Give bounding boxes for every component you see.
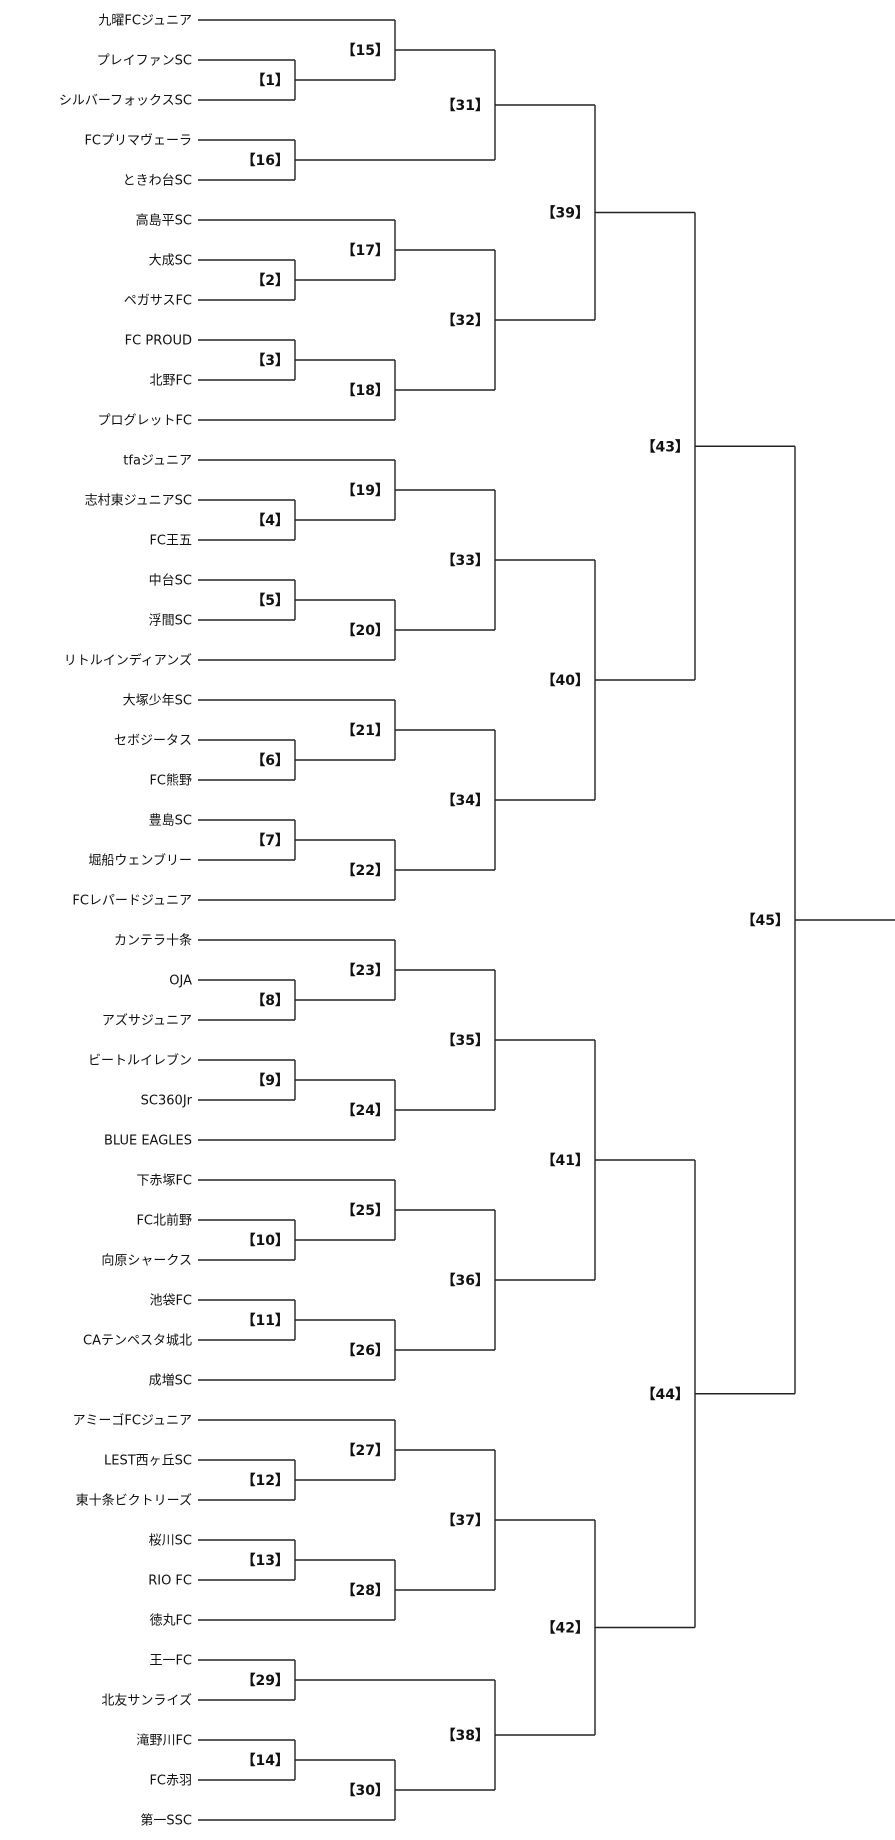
team-name: FC PROUD xyxy=(125,334,192,349)
match-number: 【36】 xyxy=(442,1273,489,1289)
match-number: 【24】 xyxy=(342,1103,389,1119)
team-name: tfaジュニア xyxy=(123,454,192,469)
match-number: 【38】 xyxy=(442,1728,489,1744)
team-name: FC赤羽 xyxy=(149,1774,192,1789)
team-name: OJA xyxy=(169,974,192,989)
team-name: 成増SC xyxy=(149,1374,192,1389)
match-number: 【16】 xyxy=(242,153,289,169)
team-name: FC北前野 xyxy=(136,1213,192,1229)
team-name: 大成SC xyxy=(149,254,192,269)
team-name: ペガサスFC xyxy=(124,294,192,309)
match-number: 【5】 xyxy=(251,593,289,609)
match-number: 【14】 xyxy=(242,1753,289,1769)
team-name: FCレパードジュニア xyxy=(72,894,192,909)
match-number: 【26】 xyxy=(342,1343,389,1359)
team-name: 第一SSC xyxy=(140,1814,192,1829)
team-name: 九曜FCジュニア xyxy=(98,14,192,29)
team-name: BLUE EAGLES xyxy=(104,1134,192,1149)
team-name: 滝野川FC xyxy=(136,1734,192,1749)
team-name: FCプリマヴェーラ xyxy=(84,133,192,149)
team-name: 池袋FC xyxy=(149,1294,192,1309)
match-number: 【17】 xyxy=(342,243,389,259)
match-number: 【28】 xyxy=(342,1583,389,1599)
match-number: 【11】 xyxy=(242,1313,289,1329)
match-number: 【21】 xyxy=(342,723,389,739)
team-name: 桜川SC xyxy=(149,1534,192,1549)
team-name: 下赤塚FC xyxy=(136,1174,192,1189)
team-name: 徳丸FC xyxy=(149,1614,192,1629)
team-name: 志村東ジュニアSC xyxy=(85,493,192,509)
match-number: 【4】 xyxy=(251,513,289,529)
team-name: SC360Jr xyxy=(141,1094,193,1109)
team-name: 北野FC xyxy=(149,374,192,389)
match-number: 【9】 xyxy=(251,1073,289,1089)
match-number: 【7】 xyxy=(251,833,289,849)
team-name: 大塚少年SC xyxy=(123,694,192,709)
team-name: 北友サンライズ xyxy=(101,1693,192,1709)
match-number: 【32】 xyxy=(442,313,489,329)
team-name: ときわ台SC xyxy=(123,174,192,189)
match-number: 【3】 xyxy=(251,353,289,369)
match-number: 【20】 xyxy=(342,623,389,639)
match-number: 【2】 xyxy=(251,273,289,289)
match-number: 【1】 xyxy=(251,73,289,89)
team-name: 向原シャークス xyxy=(101,1253,192,1269)
match-number: 【34】 xyxy=(442,793,489,809)
match-number: 【8】 xyxy=(251,993,289,1009)
team-name: 中台SC xyxy=(149,574,192,589)
match-number: 【13】 xyxy=(242,1553,289,1569)
match-number: 【43】 xyxy=(642,439,689,455)
match-number: 【39】 xyxy=(542,206,589,222)
team-name: セボジータス xyxy=(114,734,192,749)
team-name: 王一FC xyxy=(149,1654,192,1669)
match-number: 【33】 xyxy=(442,553,489,569)
match-number: 【27】 xyxy=(342,1443,389,1459)
team-name: シルバーフォックスSC xyxy=(59,94,192,109)
team-name: ビートルイレブン xyxy=(88,1053,192,1069)
match-number: 【18】 xyxy=(342,383,389,399)
bracket-lines xyxy=(198,19,895,1821)
team-name: 東十条ビクトリーズ xyxy=(76,1493,192,1509)
match-number: 【42】 xyxy=(542,1621,589,1637)
team-name: リトルインディアンズ xyxy=(64,653,192,669)
match-number: 【15】 xyxy=(342,43,389,59)
team-name: RIO FC xyxy=(148,1574,192,1589)
team-name: 堀船ウェンブリー xyxy=(88,853,192,869)
team-name: FC王五 xyxy=(149,534,192,549)
team-name: LEST西ヶ丘SC xyxy=(104,1454,192,1469)
team-name: プレイファンSC xyxy=(97,54,192,69)
match-number: 【30】 xyxy=(342,1783,389,1799)
match-number: 【35】 xyxy=(442,1033,489,1049)
team-name: アズサジュニア xyxy=(102,1013,192,1029)
match-number: 【19】 xyxy=(342,483,389,499)
team-name: FC熊野 xyxy=(149,773,192,789)
match-number: 【12】 xyxy=(242,1473,289,1489)
team-name: プログレットFC xyxy=(97,414,192,429)
team-name: 浮間SC xyxy=(149,614,192,629)
match-number-list: 【1】【2】【3】【4】【5】【6】【7】【8】【9】【10】【11】【12】【… xyxy=(242,43,789,1799)
match-number: 【45】 xyxy=(742,913,789,929)
match-number: 【23】 xyxy=(342,963,389,979)
match-number: 【29】 xyxy=(242,1673,289,1689)
match-number: 【41】 xyxy=(542,1153,589,1169)
team-name: 豊島SC xyxy=(149,814,192,829)
team-name: 高島平SC xyxy=(136,213,192,229)
team-name: カンテラ十条 xyxy=(114,933,192,949)
team-name: CAテンペスタ城北 xyxy=(83,1334,192,1349)
team-name: アミーゴFCジュニア xyxy=(73,1413,192,1429)
match-number: 【44】 xyxy=(642,1387,689,1403)
match-number: 【10】 xyxy=(242,1233,289,1249)
match-number: 【22】 xyxy=(342,863,389,879)
match-number: 【6】 xyxy=(251,753,289,769)
match-number: 【37】 xyxy=(442,1513,489,1529)
match-number: 【40】 xyxy=(542,673,589,689)
match-number: 【25】 xyxy=(342,1203,389,1219)
match-number: 【31】 xyxy=(442,98,489,114)
